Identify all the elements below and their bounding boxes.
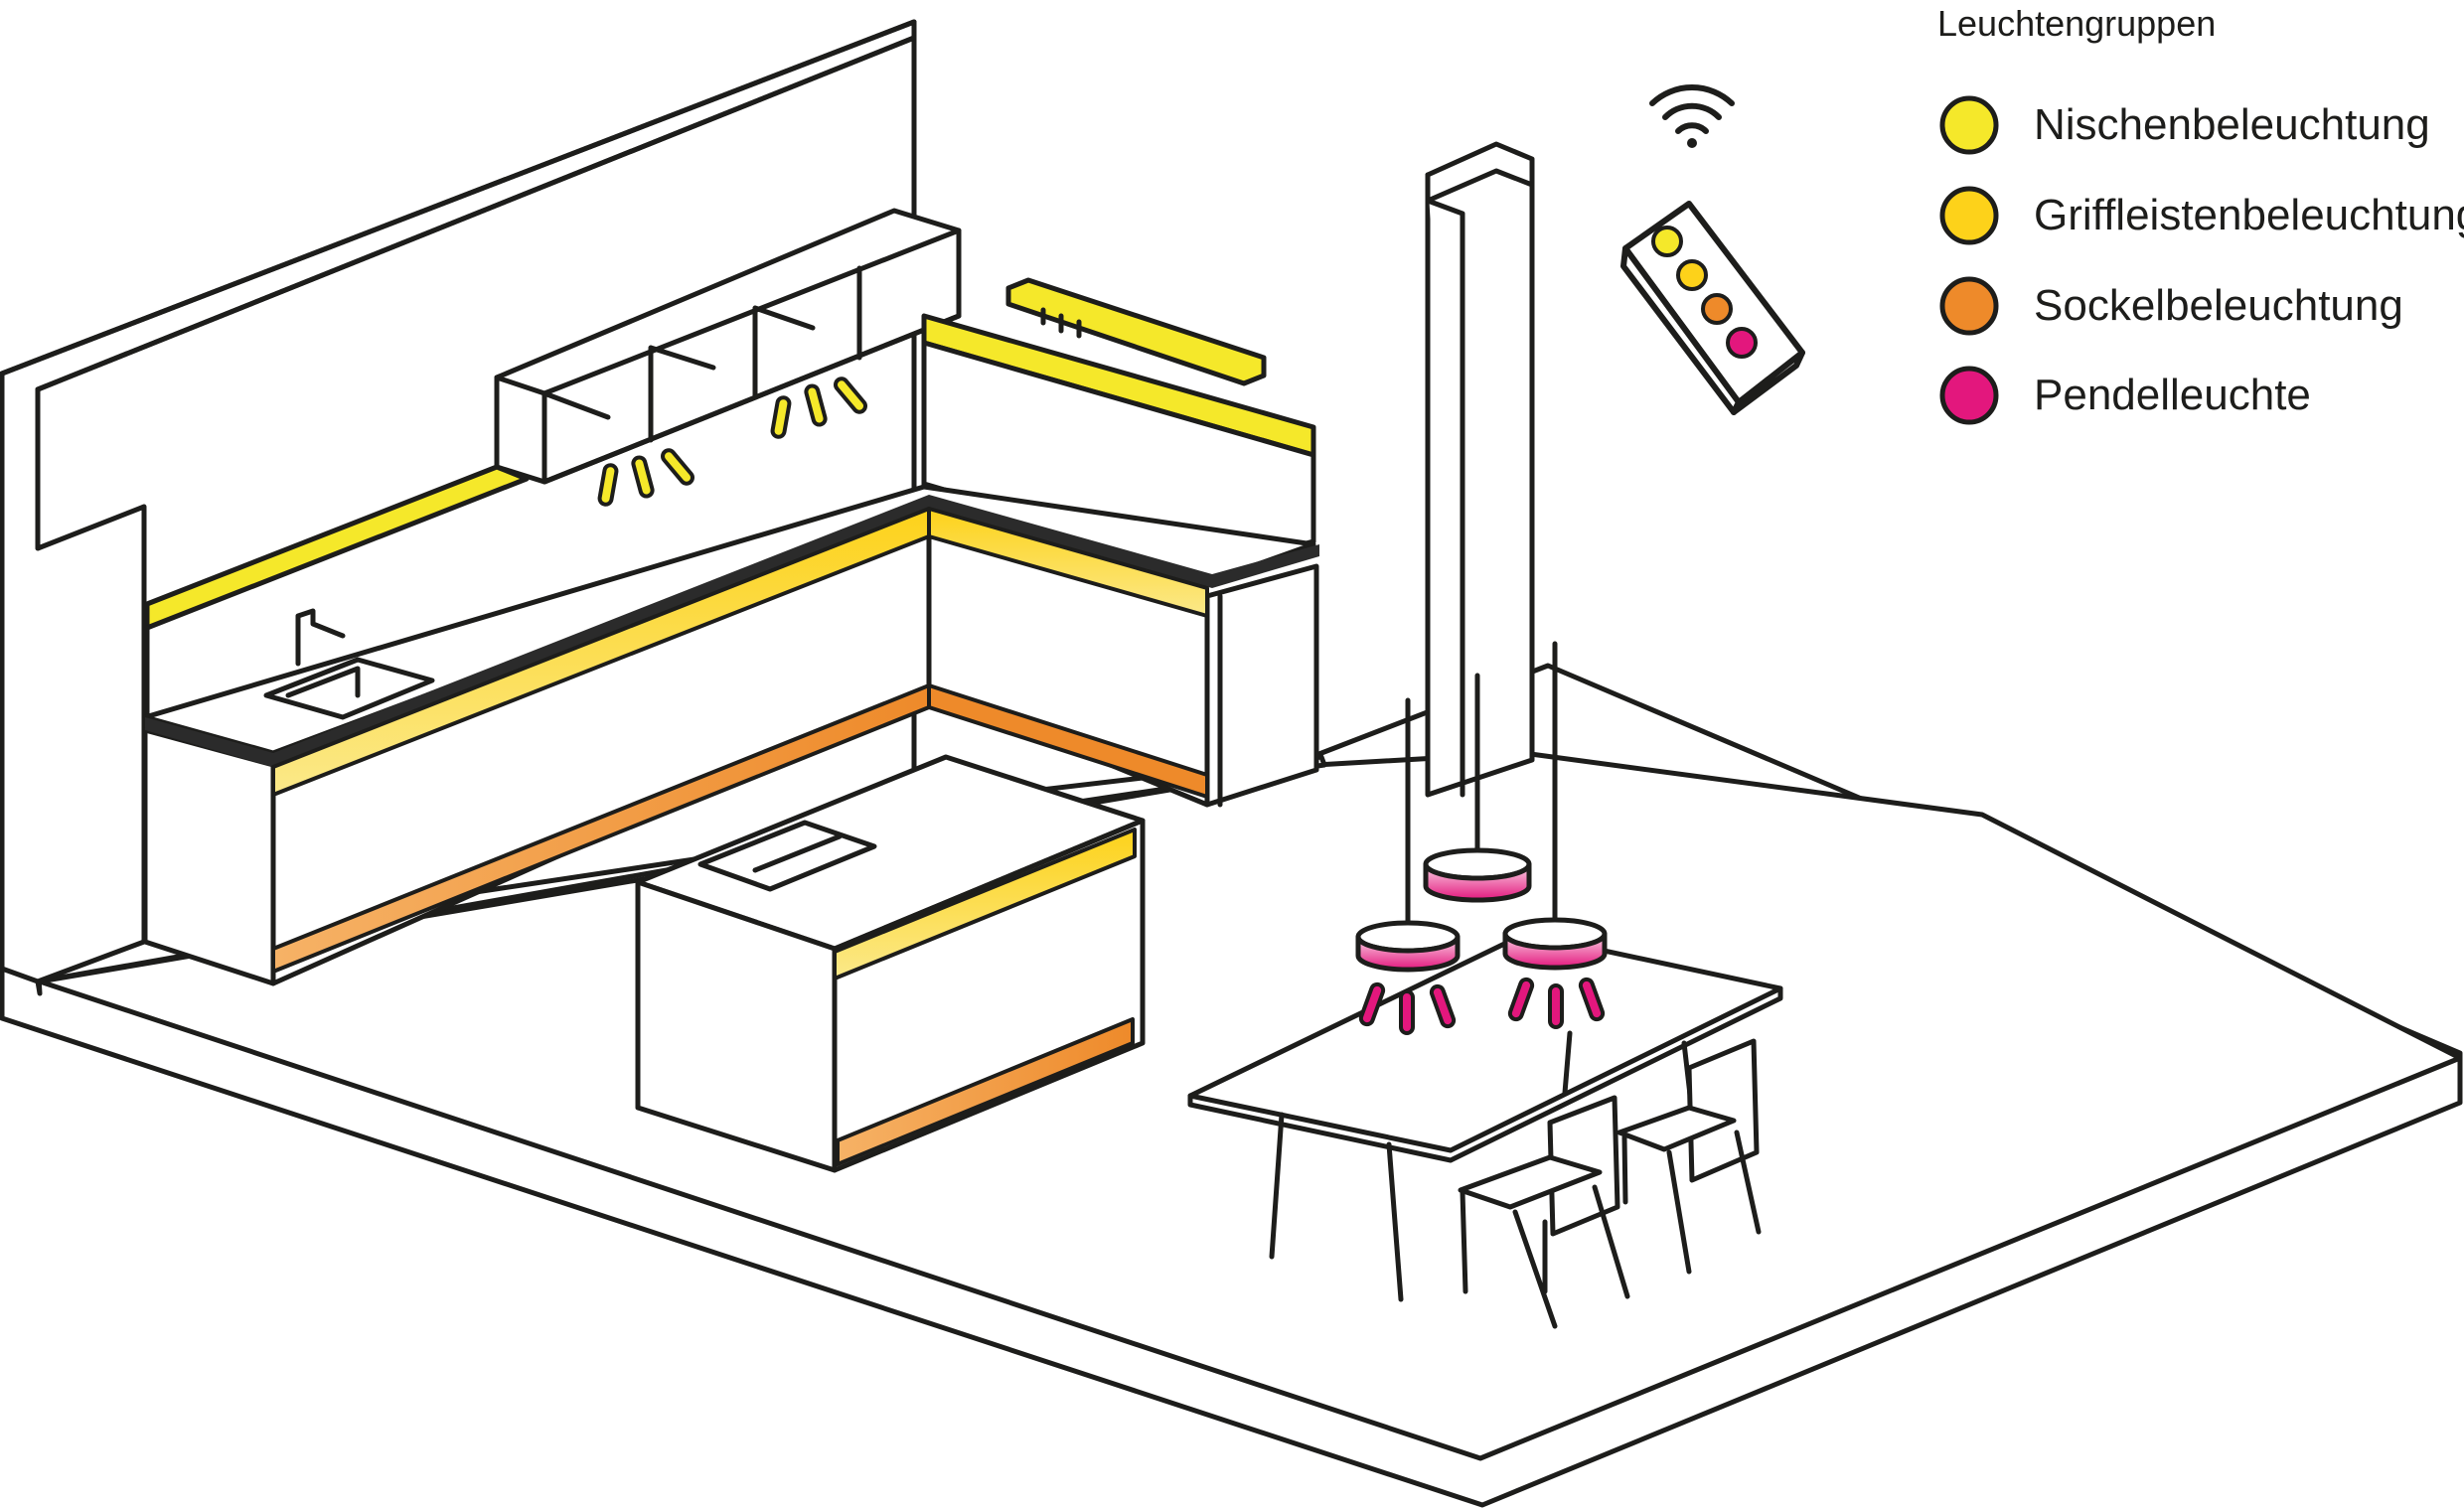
legend-label-niche: Nischenbeleuchtung [2034,100,2430,149]
wall-cabinet-top [494,208,962,396]
pendant-lights [1355,641,1608,1035]
remote-side-right [1731,350,1805,415]
dining-chair-back-seat [1617,1105,1737,1152]
legend-item-pendant: Pendelleuchte [1939,366,2311,425]
left-wall-top [0,19,917,392]
pendant-2-body [1423,861,1532,903]
dining-table-legs [1269,1030,1702,1302]
legend-item-handle: Griffleistenbeleuchtung [1939,186,2464,245]
pendant-light-rays [1358,977,1606,1035]
right-wall-pillar-top [1425,168,1535,204]
sink [263,657,435,720]
base-cabinet-corner [926,533,1223,808]
pendant-1-body [1355,934,1461,973]
legend-label-plinth: Sockelbeleuchtung [2034,281,2403,330]
dining-chair-front-legs [1460,1184,1630,1329]
sink-basin [285,666,361,698]
remote-button-niche [1651,226,1683,257]
wall-cabinets [494,208,962,485]
island-plinth-strip [836,1017,1135,1166]
legend-swatch-pendant [1939,366,1999,425]
dining-table-edge [1187,985,1783,1163]
handle-strip-right-run [927,507,1209,618]
island-handle-strip [833,828,1137,980]
base-cabinets [142,484,1319,986]
wall-shelf [1005,277,1267,386]
remote-control-icon [1620,201,1805,415]
island-cooktop-divider [752,833,843,873]
niche-light-rays [597,377,867,507]
remote-button-pendant [1726,327,1758,359]
plinth-strip-right-run [927,683,1209,799]
legend: Leuchtengruppen Nischenbeleuchtung Griff… [1937,3,2464,425]
legend-title: Leuchtengruppen [1937,3,2216,44]
dining-chair-back-legs [1621,1130,1762,1275]
legend-label-handle: Griffleistenbeleuchtung [2034,191,2464,239]
legend-swatch-niche [1939,95,1999,155]
dining-chair-front-seat [1458,1154,1603,1210]
base-cabinet-right-end [1204,563,1319,808]
legend-item-niche: Nischenbeleuchtung [1939,95,2430,155]
legend-item-plinth: Sockelbeleuchtung [1939,276,2403,336]
legend-swatch-plinth [1939,276,1999,336]
countertop-edge [145,495,1319,767]
wifi-icon [1649,84,1735,148]
niche-strip-left [144,464,530,631]
pendant-cables [1405,641,1558,927]
legend-swatch-handle [1939,186,1999,245]
remote-button-plinth [1701,293,1733,325]
wall-cabinet-dividers [541,265,862,485]
faucet [295,608,346,667]
wall-cabinet-bottom [541,313,962,485]
remote-button-handle [1676,259,1708,291]
base-cabinet-left-front [142,727,276,986]
legend-label-pendant: Pendelleuchte [2034,371,2311,419]
kitchen-island [635,754,1146,1173]
island-side [635,879,838,1173]
wall-shelf-brackets [1040,307,1082,339]
pendant-3-body [1502,931,1608,971]
dining-area [1187,931,1783,1329]
right-wall-pillar-front [1425,172,1465,798]
